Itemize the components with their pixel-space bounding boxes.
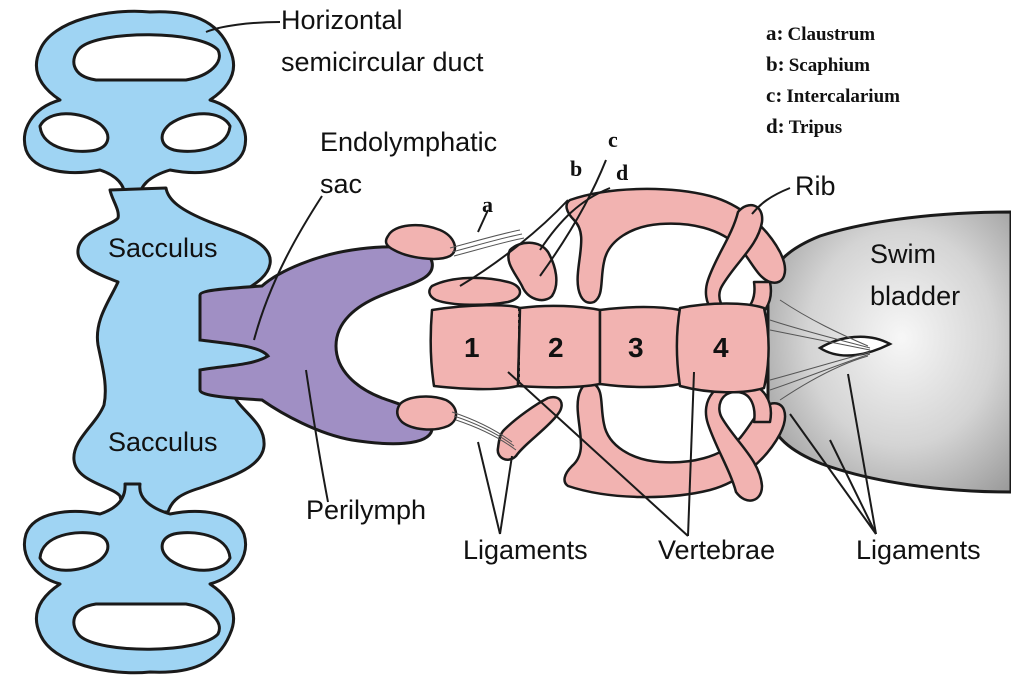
- legend-key: d:: [766, 114, 785, 138]
- legend-row-scaphium: b:Scaphium: [766, 49, 900, 80]
- ossicle-letter-d: d: [616, 160, 628, 186]
- label-ligaments-right: Ligaments: [856, 534, 981, 566]
- label-rib: Rib: [795, 170, 836, 202]
- legend-name: Claustrum: [788, 24, 876, 45]
- label-sacculus-bottom: Sacculus: [108, 426, 218, 458]
- intercalarium-bottom: [498, 397, 562, 460]
- label-horizontal-duct-2: semicircular duct: [281, 46, 484, 78]
- legend-name: Scaphium: [789, 55, 870, 76]
- label-horizontal-duct-1: Horizontal: [281, 4, 403, 36]
- legend-name: Tripus: [789, 117, 843, 138]
- vertebra-number-2: 2: [548, 332, 564, 364]
- label-perilymph: Perilymph: [306, 494, 426, 526]
- legend-key: c:: [766, 83, 782, 107]
- ossicle-letter-a: a: [482, 192, 493, 218]
- legend-name: Intercalarium: [786, 86, 900, 107]
- legend-row-claustrum: a:Claustrum: [766, 18, 900, 49]
- label-sacculus-top: Sacculus: [108, 232, 218, 264]
- label-vertebrae: Vertebrae: [658, 534, 775, 566]
- duct-hole-bottom-1: [74, 604, 220, 649]
- legend-key: b:: [766, 52, 785, 76]
- vertebra-number-3: 3: [628, 332, 644, 364]
- ossicle-letter-b: b: [570, 156, 582, 182]
- label-swim-bladder-1: Swim: [870, 238, 936, 270]
- legend-row-tripus: d:Tripus: [766, 111, 900, 142]
- label-swim-bladder-2: bladder: [870, 280, 960, 312]
- vertebra-number-1: 1: [464, 332, 480, 364]
- vertebra-number-4: 4: [713, 332, 729, 364]
- claustrum-bottom: [397, 397, 456, 430]
- duct-hole-top-1: [74, 35, 220, 80]
- ossicle-legend: a:Claustrum b:Scaphium c:Intercalarium d…: [766, 18, 900, 142]
- label-endolymphatic-2: sac: [320, 168, 362, 200]
- legend-key: a:: [766, 21, 784, 45]
- legend-row-intercalarium: c:Intercalarium: [766, 80, 900, 111]
- scaphium-top: [429, 278, 520, 305]
- label-ligaments-left: Ligaments: [463, 534, 588, 566]
- ossicle-letter-c: c: [608, 127, 618, 153]
- label-endolymphatic-1: Endolymphatic: [320, 126, 497, 158]
